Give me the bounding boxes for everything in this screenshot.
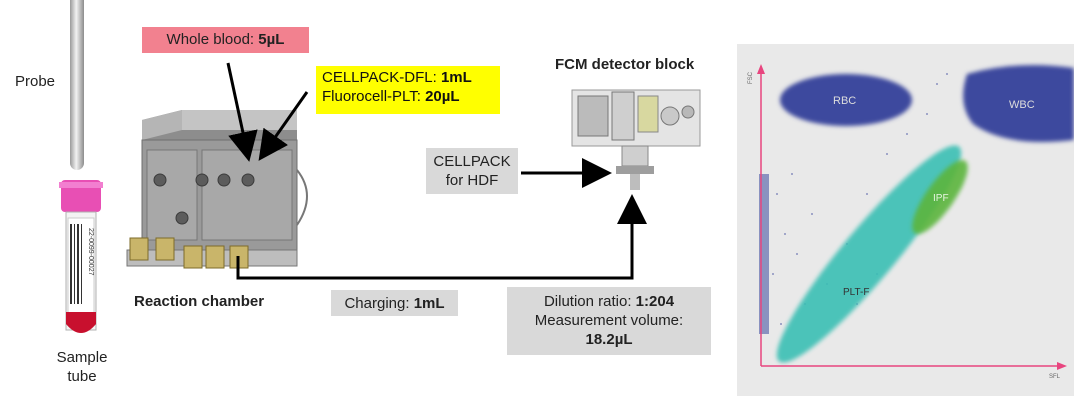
probe-needle xyxy=(70,0,84,170)
whole-blood-value: 5µL xyxy=(258,31,285,48)
cellpack-hdf-box: CELLPACK for HDF xyxy=(426,148,518,194)
sample-tube-label: Sample tube xyxy=(50,348,114,386)
charging-flow-line xyxy=(236,194,647,280)
fcm-detector-image xyxy=(571,89,701,190)
dilution-ratio-label: Dilution ratio: xyxy=(543,293,632,310)
reaction-chamber-image xyxy=(126,110,308,269)
reagents-box: CELLPACK-DFL: 1mL Fluorocell-PLT: 20µL xyxy=(316,66,500,114)
sample-tube: 22-0099-00027 xyxy=(59,180,103,333)
cellpack-hdf-line1: CELLPACK xyxy=(433,153,511,170)
reaction-chamber-label: Reaction chamber xyxy=(134,293,265,310)
reagent-1-value: 1mL xyxy=(440,69,472,86)
charging-label: Charging: xyxy=(344,295,410,312)
dilution-ratio-value: 1:204 xyxy=(635,293,675,310)
measurement-volume-label: Measurement volume: xyxy=(534,312,684,329)
wbc-population xyxy=(963,65,1074,142)
sample-tube-label-line1: Sample xyxy=(56,349,108,366)
reagent-arrow xyxy=(258,91,309,161)
x-axis-label: SFL xyxy=(1049,374,1061,380)
cellpack-hdf-line2: for HDF xyxy=(445,172,499,189)
fcm-label: FCM detector block xyxy=(555,56,695,73)
reagent-2-value: 20µL xyxy=(425,88,460,105)
wbc-label: WBC xyxy=(1009,99,1035,111)
sample-tube-label-line2: tube xyxy=(67,368,97,385)
ipf-label: IPF xyxy=(933,193,949,204)
left-edge-band xyxy=(759,174,769,334)
reagent-1-label: CELLPACK-DFL: xyxy=(322,69,437,86)
rbc-population xyxy=(780,74,912,126)
probe-label: Probe xyxy=(15,73,56,90)
plt-f-label: PLT-F xyxy=(843,287,869,298)
charging-box: Charging: 1mL xyxy=(331,290,458,316)
whole-blood-label: Whole blood: xyxy=(166,31,255,48)
scattergram: FSC SFL RBC WBC IPF PLT-F xyxy=(737,44,1074,396)
measurement-volume-value: 18.2µL xyxy=(585,331,633,348)
reagent-2-label: Fluorocell-PLT: xyxy=(322,88,421,105)
y-axis-label: FSC xyxy=(748,71,754,84)
whole-blood-box: Whole blood: 5µL xyxy=(142,27,309,53)
rbc-label: RBC xyxy=(833,95,856,107)
charging-value: 1mL xyxy=(413,295,445,312)
dilution-box: Dilution ratio: 1:204 Measurement volume… xyxy=(507,287,711,355)
plt-f-population xyxy=(776,145,962,363)
whole-blood-arrow xyxy=(226,62,258,162)
ipf-population xyxy=(912,160,968,234)
barcode-text: 22-0099-00027 xyxy=(87,228,94,276)
